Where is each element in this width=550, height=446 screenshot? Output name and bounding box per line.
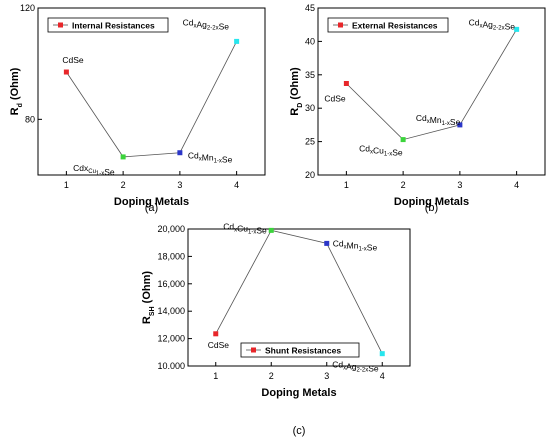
data-point	[343, 80, 349, 86]
x-tick-label: 3	[457, 180, 462, 190]
data-point	[120, 154, 126, 160]
plot-frame	[187, 228, 411, 367]
panel-label: (b)	[425, 202, 438, 214]
y-tick-label: 120	[20, 3, 35, 13]
y-tick-label: 20,000	[157, 224, 185, 234]
x-axis-label: Doping Metals	[394, 196, 469, 208]
x-tick-label: 2	[401, 180, 406, 190]
y-tick-label: 18,000	[157, 251, 185, 261]
series-line	[66, 41, 237, 158]
y-tick-label: 40	[305, 36, 315, 46]
data-point	[514, 26, 520, 32]
data-point-label: CdxCu1-xSe	[73, 163, 115, 177]
series-line	[215, 229, 383, 354]
y-tick-label: 20	[305, 170, 315, 180]
data-point	[213, 331, 219, 337]
y-axis-label: RD (Ohm)	[289, 67, 304, 116]
panel-label: (c)	[293, 425, 306, 437]
x-tick-label: 2	[269, 371, 274, 381]
y-tick-label: 25	[305, 137, 315, 147]
y-tick-label: 10.000	[157, 361, 185, 371]
x-axis-label: Doping Metals	[261, 387, 336, 399]
data-point	[234, 38, 240, 44]
legend-label: Shunt Resistances	[265, 346, 341, 356]
series-line	[346, 29, 517, 141]
plot-frame	[317, 7, 546, 176]
x-tick-label: 2	[121, 180, 126, 190]
data-point	[457, 122, 463, 128]
data-point	[324, 240, 330, 246]
y-tick-label: 16,000	[157, 279, 185, 289]
x-tick-label: 4	[234, 180, 239, 190]
x-tick-label: 4	[380, 371, 385, 381]
legend-marker	[58, 22, 63, 28]
legend-marker	[251, 347, 256, 353]
y-tick-label: 80	[25, 114, 35, 124]
data-point-label: CdSe	[208, 340, 230, 350]
chart-panel-3: 1 2 3 4 10.000 12,000 14,000 16,000 18,000 20,000…	[141, 221, 411, 437]
plot-frame	[37, 7, 266, 176]
data-point-label: CdxMn1-xSe	[188, 151, 233, 165]
x-tick-label: 4	[514, 180, 519, 190]
panel-label: (a)	[145, 202, 158, 214]
data-point	[379, 351, 385, 357]
x-tick-label: 1	[64, 180, 69, 190]
data-point-label: CdxCu1-xSe	[359, 144, 403, 158]
y-tick-label: 14,000	[157, 306, 185, 316]
x-tick-label: 3	[177, 180, 182, 190]
x-tick-label: 1	[344, 180, 349, 190]
y-tick-label: 45	[305, 3, 315, 13]
x-tick-label: 1	[213, 371, 218, 381]
data-point-label: CdSe	[324, 93, 346, 103]
data-point-label: CdxAg2-2xSe	[183, 17, 230, 31]
data-point	[268, 227, 274, 233]
data-point-label: CdxMn1-xSe	[333, 238, 378, 252]
data-point-label: CdxMn1-xSe	[416, 113, 461, 127]
x-tick-label: 3	[324, 371, 329, 381]
y-axis-label: RSH (Ohm)	[141, 271, 156, 324]
data-point	[400, 137, 406, 143]
y-tick-label: 35	[305, 70, 315, 80]
legend-box	[327, 17, 449, 33]
data-point-label: CdxAg2-2xSe	[469, 17, 516, 31]
data-point-label: CdxAg2-2xSe	[332, 360, 379, 374]
data-point	[63, 69, 69, 75]
x-axis-label: Doping Metals	[114, 196, 189, 208]
data-point	[177, 150, 183, 156]
legend-label: Internal Resistances	[72, 21, 155, 31]
y-axis-label: Rd (Ohm)	[9, 67, 24, 115]
legend-box	[240, 342, 360, 358]
data-point-label: CdSe	[62, 55, 84, 65]
legend-marker	[338, 22, 343, 28]
legend-label: External Resistances	[352, 21, 438, 31]
legend-box	[47, 17, 169, 33]
y-tick-label: 30	[305, 103, 315, 113]
data-point-label: CdxCu1-xSe	[223, 221, 267, 235]
y-tick-label: 12,000	[157, 334, 185, 344]
